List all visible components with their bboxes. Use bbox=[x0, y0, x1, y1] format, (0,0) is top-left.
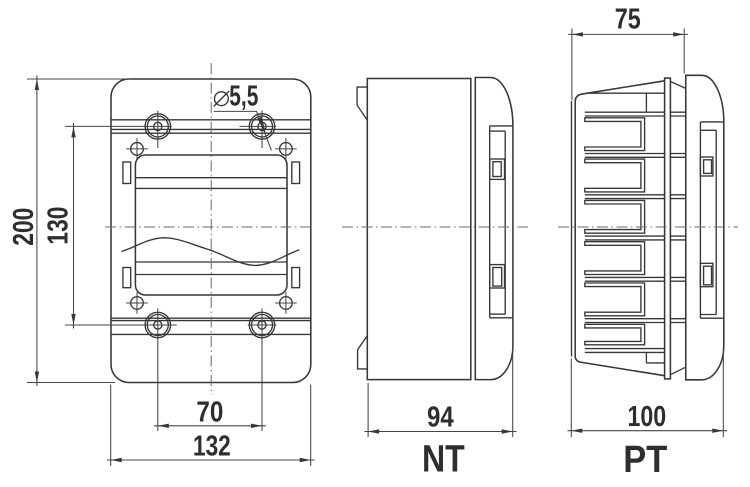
dimension-200: 200 bbox=[8, 75, 133, 386]
pt-cover-recess bbox=[699, 121, 724, 319]
dimension-75: 75 bbox=[568, 3, 688, 101]
nt-clip-top bbox=[489, 158, 506, 181]
dimension-hole-diameter: 5,5 bbox=[213, 81, 272, 151]
dimension-70: 70 bbox=[153, 396, 266, 428]
nt-cover bbox=[474, 76, 514, 381]
front-dimensions: 200 130 5,5 70 bbox=[8, 75, 315, 466]
diameter-symbol-icon bbox=[213, 90, 230, 107]
dim-text-94: 94 bbox=[427, 401, 454, 433]
dim-text-5-5: 5,5 bbox=[229, 81, 258, 113]
dim-text-200: 200 bbox=[8, 208, 40, 246]
nt-bottom-tab bbox=[356, 335, 368, 370]
dimension-94: 94 bbox=[364, 348, 517, 437]
nt-label: NT bbox=[422, 439, 465, 481]
nt-body bbox=[366, 77, 472, 381]
pt-pockets bbox=[645, 93, 665, 364]
dim-text-75: 75 bbox=[615, 3, 641, 35]
pt-cover bbox=[684, 74, 725, 381]
dim-text-130: 130 bbox=[43, 207, 75, 245]
pt-clip-top bbox=[699, 156, 714, 177]
pt-din-rail-bar bbox=[663, 77, 672, 380]
pt-view: 75 100 PT bbox=[558, 3, 738, 481]
small-hole-bottom-left bbox=[126, 292, 148, 314]
dim-text-100: 100 bbox=[627, 401, 666, 433]
pt-label: PT bbox=[623, 439, 667, 481]
nt-clip-bottom bbox=[489, 263, 506, 289]
front-small-holes bbox=[126, 138, 297, 314]
nt-cover-recess bbox=[489, 125, 513, 319]
nt-top-tab bbox=[356, 86, 368, 120]
front-side-slots bbox=[122, 161, 301, 289]
small-hole-bottom-right bbox=[275, 292, 297, 314]
pt-bottom-right-diagonal bbox=[670, 366, 686, 376]
dimension-132: 132 bbox=[106, 384, 315, 466]
dimension-130: 130 bbox=[43, 122, 177, 329]
pt-module-teeth bbox=[584, 117, 646, 346]
front-window bbox=[134, 154, 288, 296]
dimension-100: 100 bbox=[567, 348, 728, 437]
mounting-hole-top-right bbox=[239, 110, 277, 148]
pt-body-outline bbox=[574, 80, 665, 377]
front-wave-line bbox=[121, 237, 300, 267]
nt-view: 94 NT bbox=[342, 76, 528, 481]
dim-text-132: 132 bbox=[193, 430, 231, 462]
small-hole-top-right bbox=[275, 138, 297, 160]
dim-text-70: 70 bbox=[196, 396, 223, 428]
front-view bbox=[105, 63, 313, 431]
mounting-hole-bottom-left bbox=[144, 308, 172, 431]
mounting-hole-bottom-right bbox=[247, 308, 277, 431]
small-hole-top-left bbox=[126, 138, 148, 160]
pt-clip-bottom bbox=[699, 262, 714, 288]
pt-top-right-diagonal bbox=[670, 80, 686, 90]
